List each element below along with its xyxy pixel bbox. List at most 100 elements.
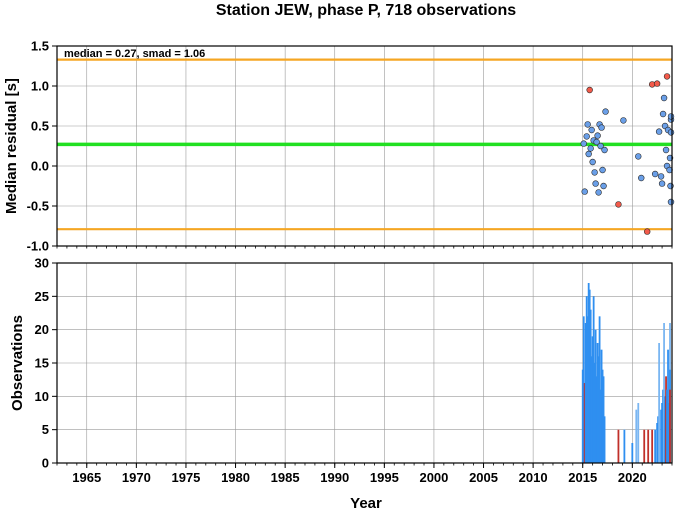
observation-bar xyxy=(581,369,584,463)
top-y-tick-label: 1.0 xyxy=(31,79,49,94)
outlier-point xyxy=(653,80,661,87)
x-tick-label: 2020 xyxy=(618,470,647,485)
x-tick-label: 1975 xyxy=(171,470,200,485)
residual-point xyxy=(602,108,609,115)
observation-bar xyxy=(589,309,592,463)
x-tick-label: 1970 xyxy=(122,470,151,485)
residual-point xyxy=(583,133,590,140)
observation-bar xyxy=(666,389,668,463)
observation-bar xyxy=(664,396,666,463)
x-tick-label: 2000 xyxy=(419,470,448,485)
x-tick-label: 2005 xyxy=(469,470,498,485)
x-tick-label: 1965 xyxy=(72,470,101,485)
residual-point xyxy=(584,121,591,128)
observation-bar xyxy=(658,343,661,463)
observation-bar xyxy=(593,363,596,463)
residual-point xyxy=(651,170,659,178)
observation-bar xyxy=(585,296,588,463)
observation-bar xyxy=(590,356,593,463)
residual-point xyxy=(587,145,594,152)
top-y-ticks: 1.51.00.50.0-0.5-1.0 xyxy=(27,39,57,254)
residual-point xyxy=(620,117,627,124)
residual-point xyxy=(667,198,675,206)
bottom-y-tick-label: 30 xyxy=(35,256,49,271)
bottom-y-tick-label: 20 xyxy=(35,322,49,337)
bottom-y-tick-label: 15 xyxy=(35,356,49,371)
observation-bar xyxy=(657,416,660,463)
observation-bar xyxy=(599,389,602,463)
observation-bar xyxy=(654,429,657,463)
observation-bar xyxy=(660,409,662,463)
observation-bars xyxy=(581,283,671,463)
residual-point xyxy=(593,138,600,146)
observation-bar xyxy=(597,356,600,463)
observation-bar xyxy=(617,429,620,463)
bottom-y-tick-label: 25 xyxy=(35,289,49,304)
outlier-point xyxy=(644,228,651,235)
top-y-tick-label: 0.5 xyxy=(31,119,49,134)
observation-bar xyxy=(592,296,595,463)
residual-point xyxy=(598,124,605,131)
residual-point xyxy=(599,166,606,174)
observation-bar xyxy=(661,403,663,463)
x-tick-label: 1985 xyxy=(271,470,300,485)
observation-bar xyxy=(587,283,590,463)
residual-point xyxy=(662,146,670,154)
observation-bar xyxy=(631,443,634,463)
residual-point xyxy=(667,129,675,136)
observation-bar xyxy=(663,323,665,463)
bottom-y-tick-label: 10 xyxy=(35,389,49,404)
observation-bar xyxy=(656,423,659,463)
observation-bar xyxy=(669,389,671,463)
observation-bar xyxy=(647,429,650,463)
observation-bar xyxy=(643,429,646,463)
top-y-axis-label: Median residual [s] xyxy=(3,78,20,214)
chart-title: Station JEW, phase P, 718 observations xyxy=(216,2,516,19)
observation-bar xyxy=(582,316,585,463)
observation-bar xyxy=(584,323,587,463)
bottom-gridlines xyxy=(57,262,672,464)
residual-point xyxy=(591,169,598,176)
outlier-point xyxy=(586,86,593,94)
observation-bar xyxy=(637,403,640,463)
outlier-point xyxy=(615,201,622,208)
residual-point xyxy=(657,173,665,180)
outlier-point xyxy=(663,73,671,80)
residual-point xyxy=(595,189,602,196)
residual-point xyxy=(601,146,608,154)
stats-annotation: median = 0.27, smad = 1.06 xyxy=(64,48,205,60)
residual-point xyxy=(594,132,601,139)
observation-bar xyxy=(601,369,604,463)
residual-point xyxy=(600,182,607,190)
residual-point xyxy=(655,128,663,135)
residual-point xyxy=(585,150,592,158)
observation-bar xyxy=(635,409,638,463)
top-y-tick-label: -0.5 xyxy=(27,199,49,214)
top-y-tick-label: 0.0 xyxy=(31,159,49,174)
x-tick-label: 1995 xyxy=(370,470,399,485)
residual-point xyxy=(659,110,667,118)
x-tick-label: 2010 xyxy=(519,470,548,485)
observation-bar xyxy=(662,389,664,463)
residual-point xyxy=(635,153,642,160)
observation-bar xyxy=(603,416,606,463)
top-y-tick-label: 1.5 xyxy=(31,39,49,54)
observation-bar xyxy=(591,336,594,463)
residual-point xyxy=(580,140,587,147)
observation-bar xyxy=(665,376,667,463)
residual-point xyxy=(658,180,666,187)
residual-point xyxy=(581,188,588,195)
top-reference-lines xyxy=(57,58,672,231)
observation-bar xyxy=(598,316,601,463)
observation-bar xyxy=(586,316,589,463)
observation-bar xyxy=(600,349,603,463)
observation-bar xyxy=(602,376,605,463)
observation-bar xyxy=(594,329,597,463)
x-axis-label: Year xyxy=(350,495,382,511)
residual-point xyxy=(589,158,596,166)
x-tick-label: 2015 xyxy=(568,470,597,485)
observation-bar xyxy=(595,376,598,463)
